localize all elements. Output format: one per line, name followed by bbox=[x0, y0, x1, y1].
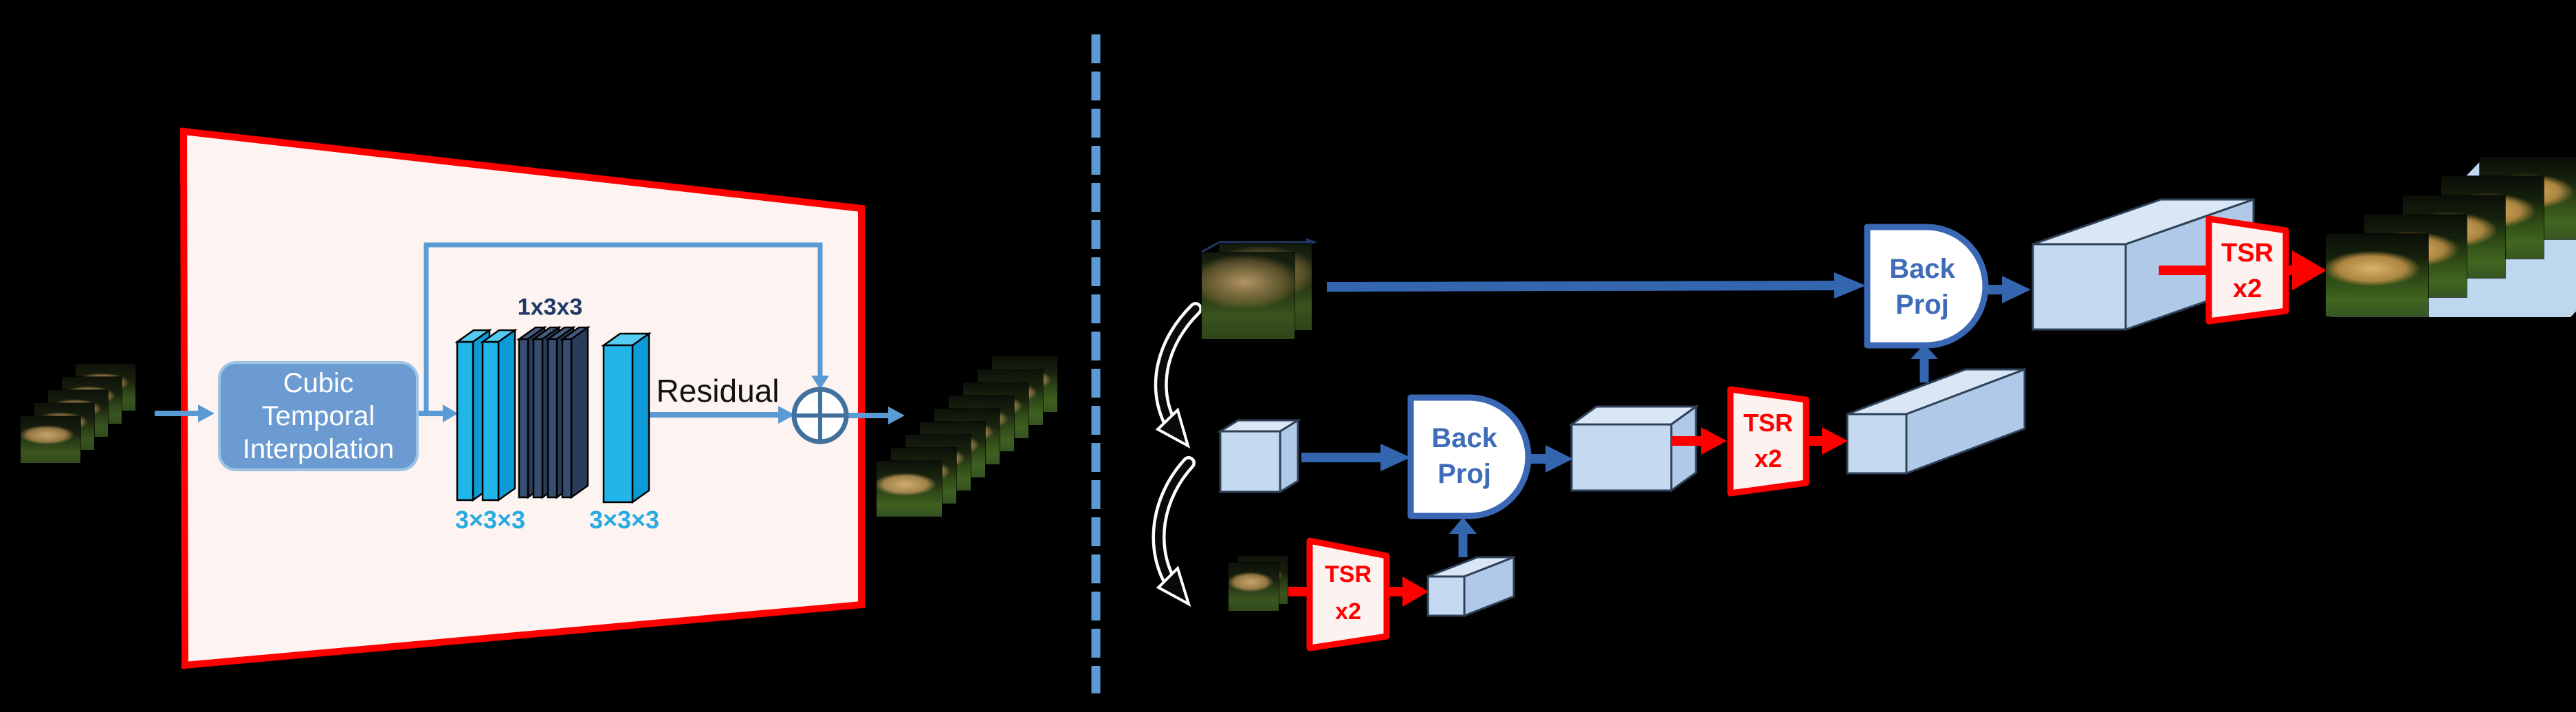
residual-arrow bbox=[632, 406, 795, 424]
tsr-bottom-block bbox=[1306, 537, 1390, 651]
tsr-bottom-out-arrow bbox=[1387, 576, 1429, 607]
add-plus-icon bbox=[791, 387, 849, 444]
feature-box-mid-upsampled bbox=[1846, 367, 2026, 475]
backproj-top-block bbox=[1864, 224, 1989, 349]
tsr-top-out-arrow bbox=[2286, 250, 2326, 290]
conv1x3x3-layer-group bbox=[516, 325, 591, 499]
cube-to-backproj-arrow bbox=[1301, 444, 1411, 471]
top-lowres-arrow bbox=[1326, 272, 1866, 299]
box-up-to-backproj-top-arrow bbox=[1911, 344, 1938, 382]
tsr-mid-out-arrow bbox=[1806, 427, 1848, 455]
conv3x3x3-layer-group-left bbox=[454, 328, 518, 502]
box-up-to-backproj-mid-arrow bbox=[1449, 517, 1477, 557]
output-plane-sheet bbox=[2331, 159, 2576, 317]
frame-depth-wireframe bbox=[1201, 238, 1317, 253]
input-arrow bbox=[155, 404, 214, 422]
tsr-mid-block bbox=[1727, 386, 1809, 497]
feature-box-bottom bbox=[1427, 555, 1515, 618]
skip-connection-arrow bbox=[423, 242, 829, 413]
backproj-top-out-arrow bbox=[1985, 276, 2031, 303]
panel-output-arrow bbox=[846, 407, 905, 424]
feature-cube-mid bbox=[1216, 418, 1302, 494]
backproj-mid-out-arrow bbox=[1530, 445, 1573, 473]
conv3x3x3-layer-group-right bbox=[601, 332, 652, 504]
tsr-top-block bbox=[2205, 215, 2289, 325]
feature-box-mid bbox=[1568, 404, 1699, 493]
box-to-tsr-mid-arrow bbox=[1671, 427, 1727, 455]
backproj-mid-block bbox=[1407, 394, 1532, 519]
downsample-curved-arrow-bottom bbox=[1152, 456, 1196, 607]
downsample-curved-arrow-top bbox=[1154, 302, 1202, 449]
